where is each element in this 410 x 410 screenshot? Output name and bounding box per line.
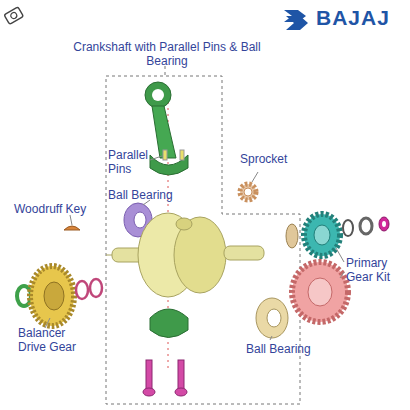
corner-icon (4, 7, 23, 25)
part-label: Ball Bearing (108, 188, 188, 202)
brand-name: BAJAJ (316, 6, 408, 29)
crankshaft (106, 213, 264, 297)
part-label: Ball Bearing (246, 342, 326, 356)
leader-line (252, 172, 258, 182)
balancer-drive-gear (17, 266, 102, 326)
leader-line (340, 272, 344, 278)
ball-bearing (256, 298, 288, 338)
part-label: Primary Gear Kit (346, 256, 402, 284)
part-label: Parallel Pins (108, 148, 152, 176)
part-label: Balancer Drive Gear (18, 326, 94, 354)
part-label: Woodruff Key (14, 202, 104, 216)
part-label: Sprocket (240, 152, 310, 166)
leader-line (70, 215, 72, 225)
pin (180, 150, 184, 160)
pin (163, 150, 167, 160)
leader-line (150, 156, 162, 160)
part-label: Crankshaft with Parallel Pins & Ball Bea… (72, 40, 262, 68)
leader-line (336, 248, 344, 262)
woodruff-key (64, 226, 80, 230)
bolt (143, 360, 187, 396)
logo-mark (284, 10, 308, 30)
leader-line (270, 336, 272, 340)
connecting-rod (145, 82, 188, 338)
sprocket (240, 184, 256, 200)
